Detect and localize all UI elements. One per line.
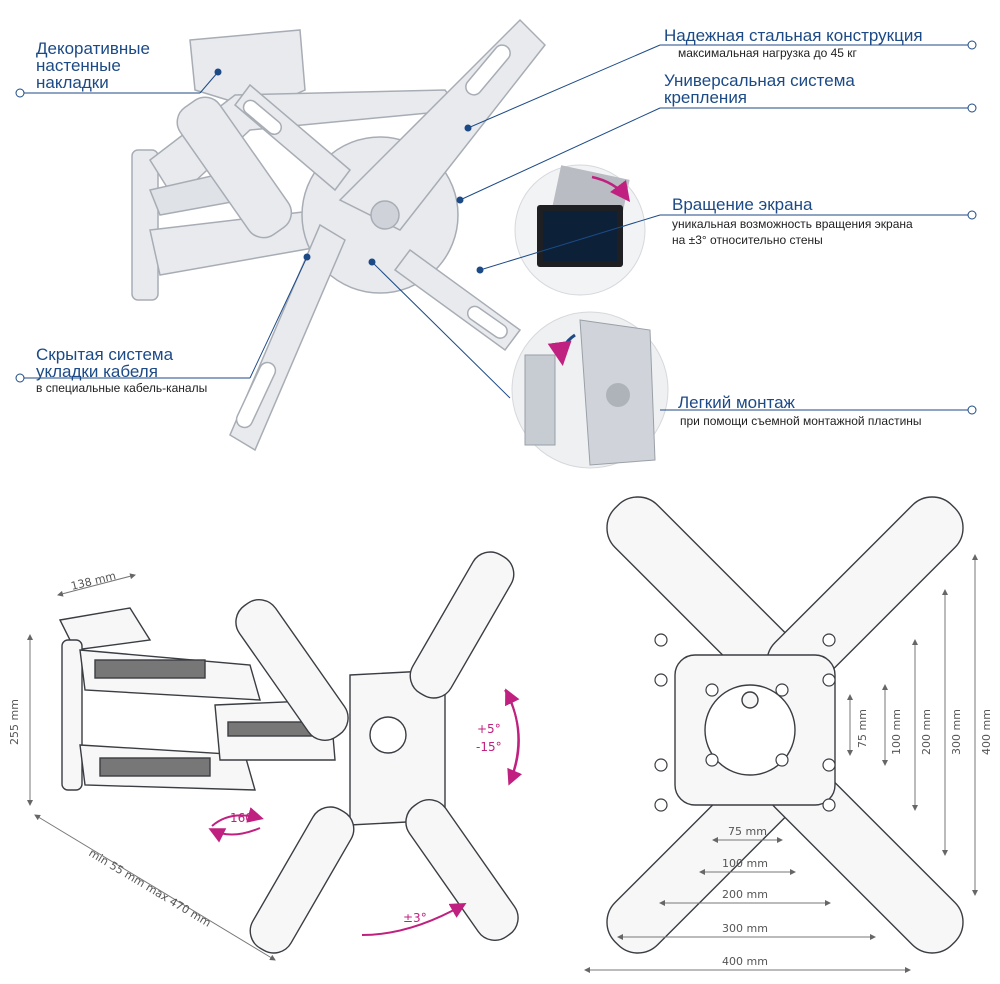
side-dimensions <box>27 573 276 961</box>
callout-leaders <box>15 40 977 415</box>
steel-title: Надежная стальная конструкция <box>664 26 923 45</box>
dim-v400-label: 400 mm <box>980 709 993 755</box>
front-plate-holes <box>654 633 836 812</box>
rotation-arrows <box>208 688 523 936</box>
dim-height-label: 255 mm <box>8 699 21 745</box>
rotation-title: Вращение экрана <box>672 195 813 214</box>
decor-title-line3: накладки <box>36 73 109 92</box>
universal-title-line1: Универсальная система <box>664 71 855 90</box>
swivel-label: 160° <box>230 811 259 825</box>
rotate-label: ±3° <box>403 911 427 925</box>
dim-h300-label: 300 mm <box>722 922 768 935</box>
dim-v300-label: 300 mm <box>950 709 963 755</box>
front-plate-drawing <box>606 496 964 954</box>
install-inset <box>511 311 669 469</box>
decor-title-line1: Декоративные <box>36 39 150 58</box>
cable-subtitle: в специальные кабель-каналы <box>36 381 208 395</box>
bracket-3d-illustration <box>131 18 547 452</box>
dim-h100-label: 100 mm <box>722 857 768 870</box>
rotation-subtitle-line1: уникальная возможность вращения экрана <box>672 217 913 231</box>
universal-title-line2: крепления <box>664 88 748 107</box>
cable-title-line2: укладки кабеля <box>36 362 158 381</box>
tilt-up-label: +5° <box>477 722 501 736</box>
dim-v200-label: 200 mm <box>920 709 933 755</box>
dim-h200-label: 200 mm <box>722 888 768 901</box>
side-view-drawing <box>58 551 519 954</box>
dim-h75-label: 75 mm <box>728 825 767 838</box>
dim-width-label: 138 mm <box>70 569 118 593</box>
decor-title-line2: настенные <box>36 56 121 75</box>
callout-dots <box>214 68 484 274</box>
install-title: Легкий монтаж <box>678 393 795 412</box>
dim-h400-label: 400 mm <box>722 955 768 968</box>
dim-reach-label: min 55 mm max 470 mm <box>86 846 213 929</box>
dim-v100-label: 100 mm <box>890 709 903 755</box>
rotation-subtitle-line2: на ±3° относительно стены <box>672 233 823 247</box>
front-dimensions <box>584 554 978 973</box>
install-subtitle: при помощи съемной монтажной пластины <box>680 414 922 428</box>
steel-subtitle: максимальная нагрузка до 45 кг <box>678 46 857 60</box>
dim-v75-label: 75 mm <box>856 709 869 748</box>
cable-title-line1: Скрытая система <box>36 345 174 364</box>
rotation-inset <box>514 164 646 296</box>
tilt-down-label: -15° <box>476 740 502 754</box>
